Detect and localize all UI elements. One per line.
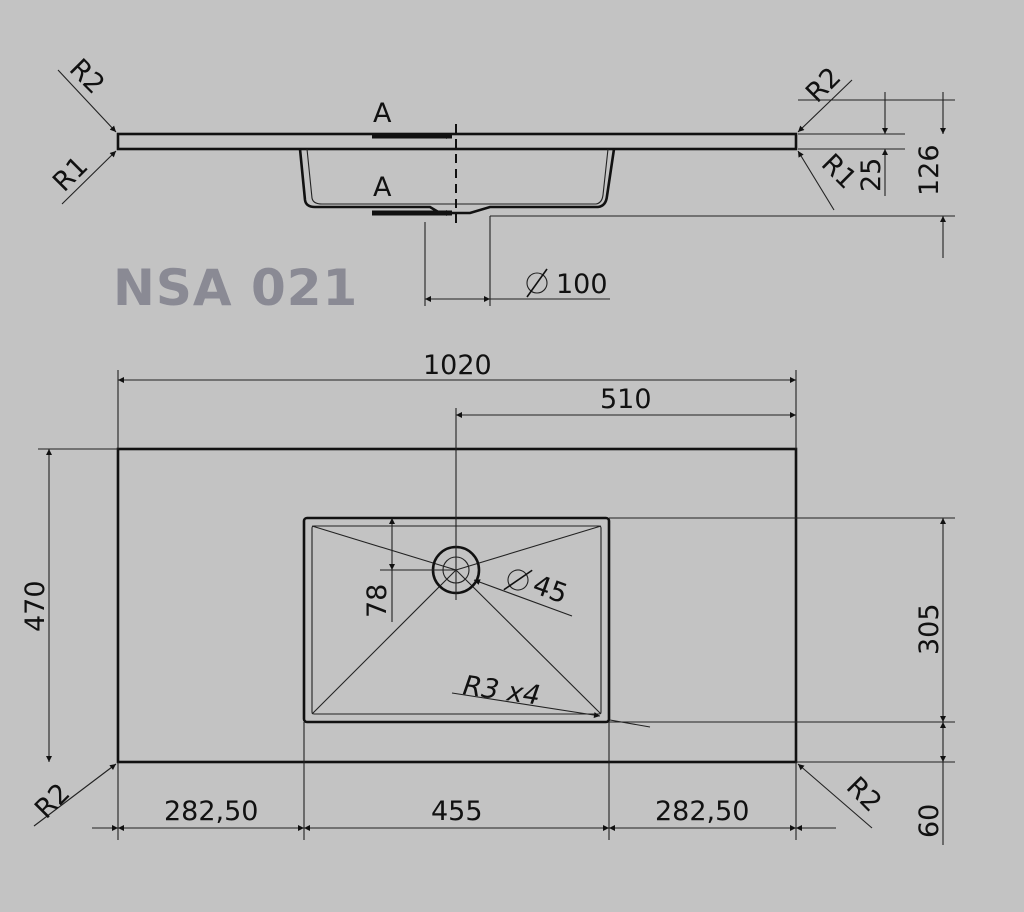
- tap-offset-label: 78: [362, 584, 393, 618]
- corner-radius-right-label: R2: [840, 771, 887, 818]
- section-label-bottom: A: [373, 172, 392, 203]
- countertop-outline: [116, 447, 798, 764]
- tap-diameter-symbol-icon: [503, 569, 533, 591]
- corner-radius-left-label: R2: [29, 778, 76, 825]
- right-margin-label: 282,50: [655, 796, 749, 827]
- total-height-label: 126: [914, 144, 945, 196]
- overall-depth-label: 470: [20, 580, 51, 632]
- radius-left-bottom-label: R1: [47, 151, 94, 198]
- countertop-slab: [116, 132, 798, 151]
- basin-inner-profile: [306, 148, 609, 205]
- product-code: NSA 021: [113, 259, 358, 317]
- overall-width-label: 1020: [423, 350, 492, 381]
- front-margin-label: 60: [914, 804, 945, 838]
- bowl-width-label: 455: [431, 796, 483, 827]
- tap-diameter-label: 45: [529, 569, 572, 610]
- bowl-depth-label: 305: [914, 603, 945, 655]
- basin-profile: [298, 148, 616, 215]
- diameter-symbol-icon: [526, 268, 548, 298]
- plan-view: 1020 510 470 78 45 R3 x4 305: [20, 350, 955, 845]
- radius-left-top-label: R2: [63, 53, 110, 100]
- drain-diameter-label: 100: [556, 269, 608, 300]
- bowl-radius-label: R3 x4: [461, 670, 542, 712]
- section-label-top: A: [373, 98, 392, 129]
- thickness-label: 25: [856, 158, 887, 192]
- center-offset-label: 510: [600, 384, 652, 415]
- radius-right-top-label: R2: [800, 62, 847, 109]
- left-margin-label: 282,50: [164, 796, 258, 827]
